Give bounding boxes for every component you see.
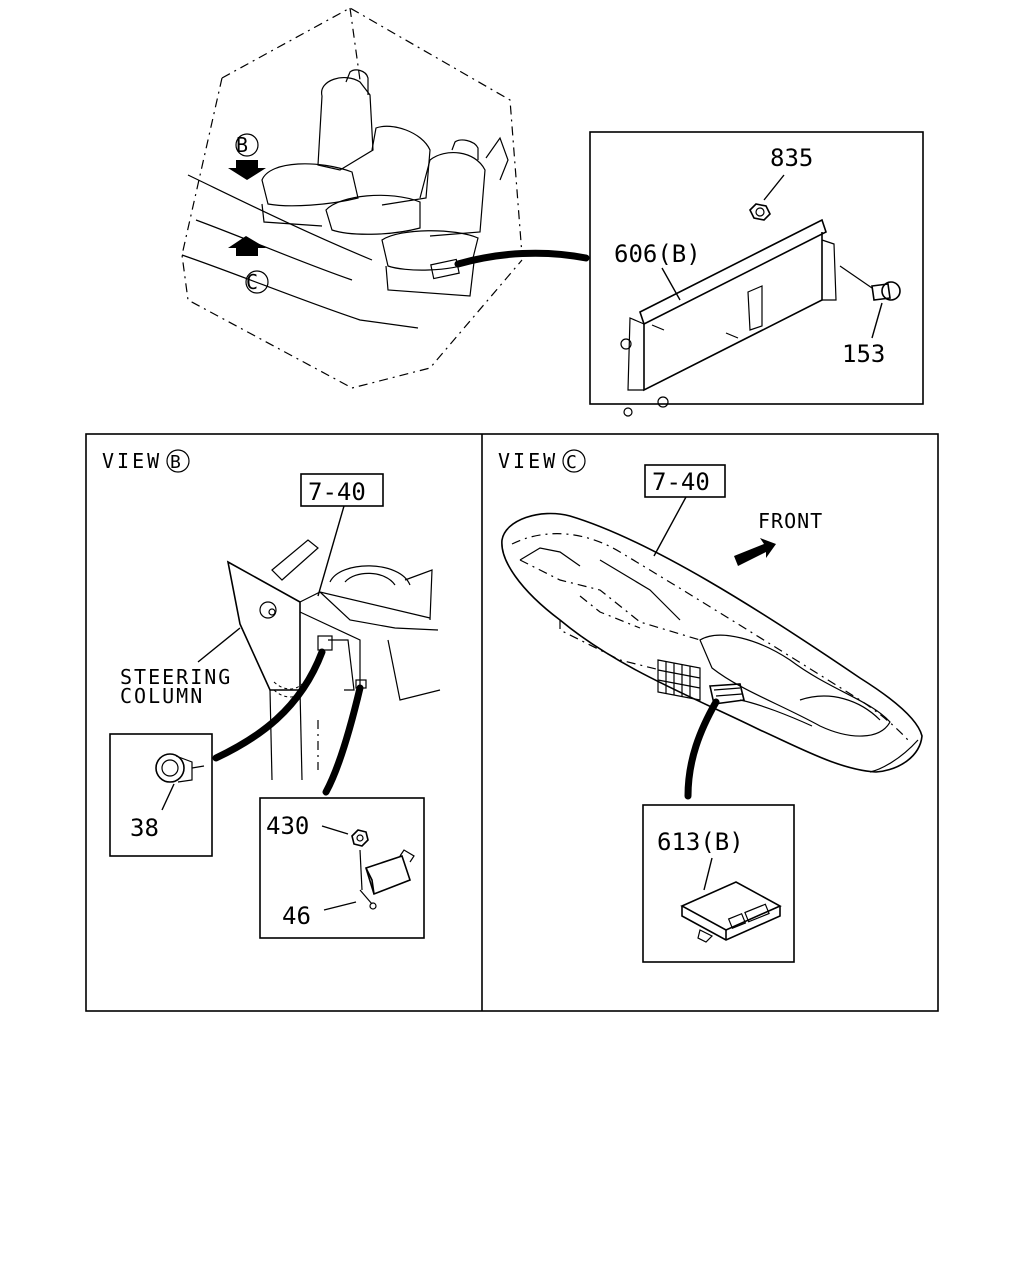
view-panels-frame xyxy=(85,433,939,1012)
callout-606b: 606(B) xyxy=(614,240,701,268)
view-b-title: VIEW xyxy=(102,449,162,473)
callout-38: 38 xyxy=(130,814,159,842)
view-c-marker: C xyxy=(246,270,258,294)
front-label: FRONT xyxy=(758,509,823,533)
callout-835: 835 xyxy=(770,144,813,172)
steering-label-line2: COLUMN xyxy=(120,684,204,708)
detail-box-switch xyxy=(109,733,213,857)
detail-box-bracket: 835 606(B) 153 xyxy=(589,131,924,417)
cab-overview: B C xyxy=(181,7,590,389)
view-c-title: VIEW xyxy=(498,449,558,473)
callout-613b: 613(B) xyxy=(657,828,744,856)
view-c-circle xyxy=(245,270,269,294)
view-b-title-marker: B xyxy=(170,452,181,473)
arrow-up-icon xyxy=(228,236,266,256)
detail-box-control-unit xyxy=(642,804,795,963)
view-c-title-marker: C xyxy=(566,452,577,473)
view-c-reference-box xyxy=(644,464,726,498)
view-b-panel: VIEW B 7-40 STEERING COLUMN xyxy=(102,449,441,939)
detail-box-relay xyxy=(259,797,425,939)
arrow-down-icon xyxy=(228,160,266,180)
front-arrow-icon xyxy=(734,538,776,566)
view-c-reference: 7-40 xyxy=(652,468,710,496)
steering-label-line1: STEERING xyxy=(120,665,232,689)
callout-430: 430 xyxy=(266,812,309,840)
view-b-reference-box xyxy=(300,473,384,507)
view-b-marker: B xyxy=(236,133,248,157)
view-c-panel: VIEW C 7-40 FRONT xyxy=(498,449,923,963)
view-b-circle xyxy=(235,133,259,157)
view-b-reference: 7-40 xyxy=(308,478,366,506)
callout-46: 46 xyxy=(282,902,311,930)
callout-153: 153 xyxy=(842,340,885,368)
